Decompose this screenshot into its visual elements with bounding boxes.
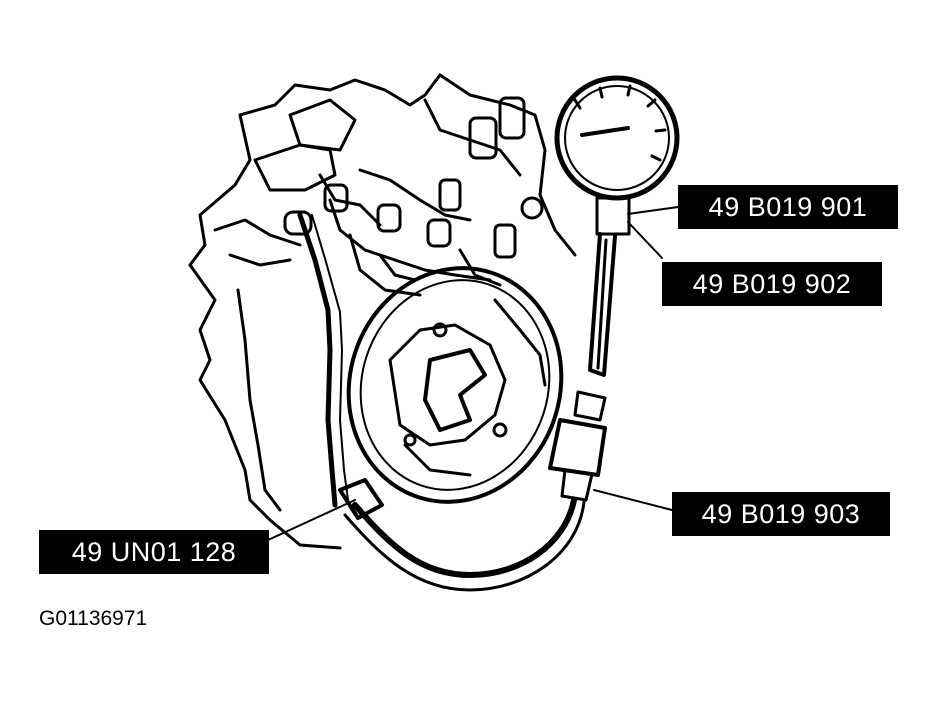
figure-id: G01136971 (39, 607, 148, 630)
flywheel-cover (346, 266, 564, 504)
engine-side-line (236, 288, 282, 512)
engine-block-outline (188, 73, 577, 267)
oil-pipe-inner (311, 214, 349, 501)
callout-hose: 49 B019 903 (672, 492, 890, 536)
callout-gauge: 49 B019 901 (678, 185, 898, 229)
hose-outer (352, 497, 577, 578)
leader-lines (267, 206, 679, 541)
engine-left-edge (188, 263, 342, 550)
oil-pipe (297, 212, 338, 508)
cylinder-head-details (213, 96, 544, 297)
hose-coupling (548, 390, 607, 502)
callout-gauge-fitting: 49 B019 902 (662, 262, 882, 306)
callout-adapter: 49 UN01 128 (39, 530, 269, 574)
hose-inner (343, 500, 586, 592)
compression-gauge (554, 75, 680, 377)
adapter-fitting (338, 478, 384, 520)
